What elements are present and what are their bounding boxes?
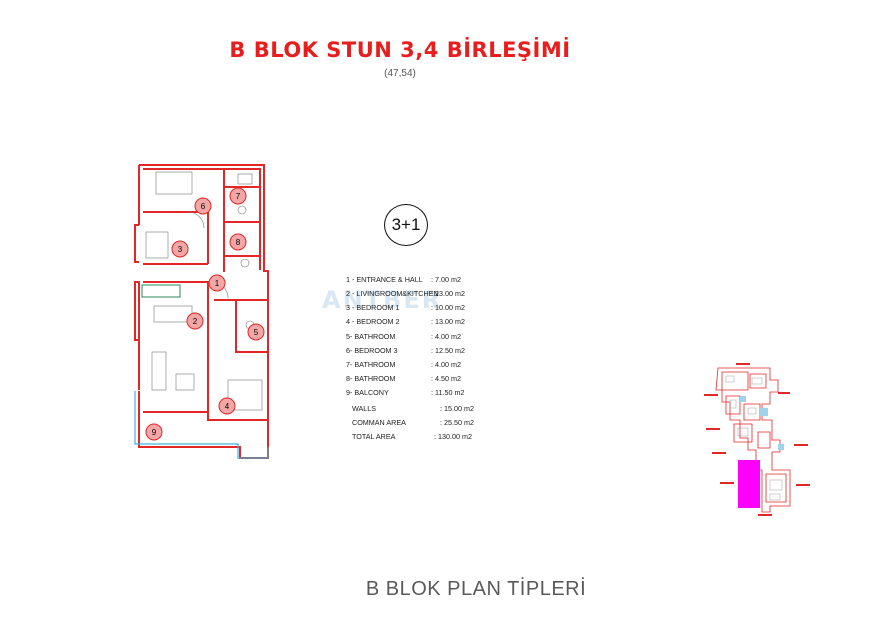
unit-type-badge: 3+1	[384, 204, 428, 246]
svg-text:4: 4	[225, 402, 230, 411]
room-marker-2: 2	[186, 312, 204, 330]
area-row: 7- BATHROOM: 4.00 m2	[346, 360, 461, 369]
area-row: 2 - LIVINGROOM&KITCHEN: 23.00 m2	[346, 289, 465, 298]
svg-text:3: 3	[178, 245, 183, 254]
room-marker-7: 7	[229, 187, 247, 205]
page-footer: B BLOK PLAN TİPLERİ	[365, 578, 587, 600]
highlighted-unit	[738, 460, 760, 508]
room-marker-9: 9	[145, 423, 163, 441]
plan-furniture	[145, 171, 263, 411]
area-row: 9- BALCONY: 11.50 m2	[346, 388, 465, 397]
room-markers: 6 7 3 8 1 2 5 4 9	[145, 187, 265, 441]
area-row: 3 - BEDROOM 1: 10.00 m2	[346, 303, 465, 312]
svg-text:9: 9	[152, 428, 157, 437]
area-row: TOTAL AREA: 130.00 m2	[352, 432, 472, 441]
area-row: 8- BATHROOM: 4.50 m2	[346, 374, 461, 383]
room-marker-8: 8	[229, 233, 247, 251]
svg-text:1: 1	[215, 279, 220, 288]
page-subtitle: (47,54)	[384, 68, 416, 79]
area-row: 4 - BEDROOM 2: 13.00 m2	[346, 317, 465, 326]
page-title: B BLOK STUN 3,4 BİRLEŞİMİ	[229, 38, 571, 62]
room-marker-5: 5	[247, 323, 265, 341]
area-row: 1 - ENTRANCE & HALL: 7.00 m2	[346, 275, 461, 284]
kitchen-counter	[141, 284, 181, 298]
svg-text:7: 7	[236, 192, 241, 201]
room-marker-3: 3	[171, 240, 189, 258]
area-row: COMMAN AREA: 25.50 m2	[352, 418, 474, 427]
room-marker-1: 1	[208, 274, 226, 292]
svg-text:6: 6	[201, 202, 206, 211]
balcony-outline	[134, 391, 269, 459]
watermark-logo: ANTBER	[322, 286, 443, 314]
area-row: WALLS: 15.00 m2	[352, 404, 474, 413]
room-marker-4: 4	[218, 397, 236, 415]
area-row: 6- BEDROOM 3: 12.50 m2	[346, 346, 465, 355]
room-marker-6: 6	[194, 197, 212, 215]
area-row: 5- BATHROOM: 4.00 m2	[346, 332, 461, 341]
svg-text:8: 8	[236, 238, 241, 247]
svg-text:2: 2	[193, 317, 198, 326]
svg-text:5: 5	[254, 328, 259, 337]
